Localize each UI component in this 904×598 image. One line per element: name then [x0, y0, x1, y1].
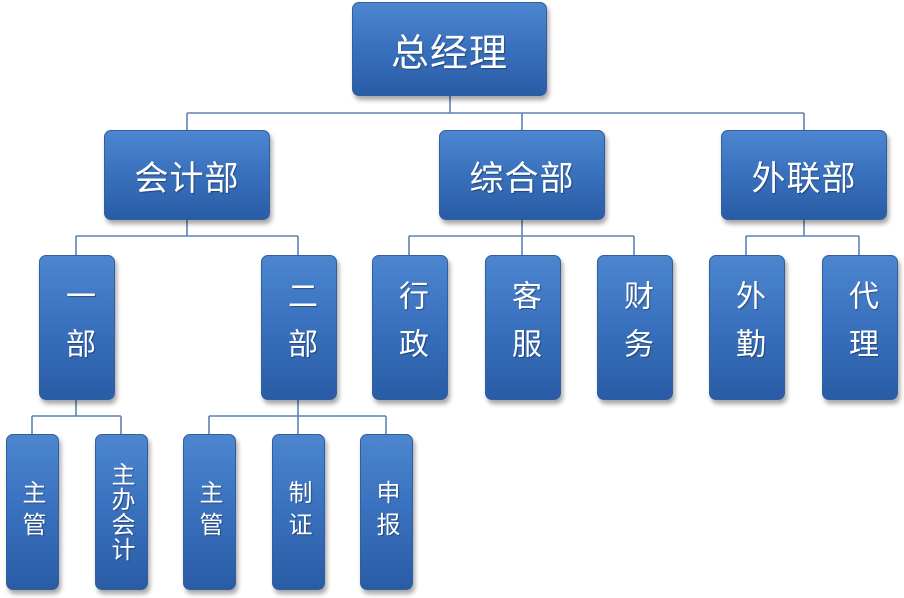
node-label: 主管: [195, 480, 223, 544]
node-label: 代理: [843, 279, 878, 376]
node-div2-filing: 申报: [360, 434, 413, 590]
node-label: 会计部: [134, 158, 240, 199]
node-agency: 代理: [822, 255, 898, 400]
connector-accounting-to-divisions: [75, 220, 299, 255]
node-label: 主办会计: [107, 462, 135, 562]
node-label: 制证: [284, 480, 312, 544]
node-div1-chief-accountant: 主办会计: [95, 434, 148, 590]
node-finance: 财务: [597, 255, 673, 400]
node-label: 客服: [506, 279, 541, 376]
node-label: 外勤: [730, 279, 765, 376]
connector-external-to-units: [745, 220, 860, 255]
connector-general-to-units: [408, 220, 635, 255]
node-label: 二部: [282, 279, 317, 376]
node-label: 总经理: [390, 30, 508, 75]
node-dept-accounting: 会计部: [104, 130, 270, 220]
node-field-work: 外勤: [709, 255, 785, 400]
node-div2-voucher: 制证: [272, 434, 325, 590]
node-label: 申报: [372, 480, 400, 544]
connector-root-to-departments: [186, 96, 805, 130]
node-label: 行政: [393, 279, 428, 376]
node-admin: 行政: [372, 255, 448, 400]
node-customer-service: 客服: [485, 255, 561, 400]
connector-div1-to-roles: [31, 400, 122, 434]
node-div2-supervisor: 主管: [183, 434, 236, 590]
node-label: 综合部: [469, 158, 575, 199]
node-accounting-division-1: 一部: [39, 255, 115, 400]
connector-div2-to-roles: [208, 400, 387, 434]
node-general-manager: 总经理: [352, 2, 547, 96]
node-label: 财务: [618, 279, 653, 376]
node-dept-general: 综合部: [439, 130, 605, 220]
node-dept-external: 外联部: [721, 130, 887, 220]
node-accounting-division-2: 二部: [261, 255, 337, 400]
node-label: 外联部: [751, 158, 857, 199]
node-label: 主管: [18, 480, 46, 544]
node-label: 一部: [60, 279, 95, 376]
node-div1-supervisor: 主管: [6, 434, 59, 590]
